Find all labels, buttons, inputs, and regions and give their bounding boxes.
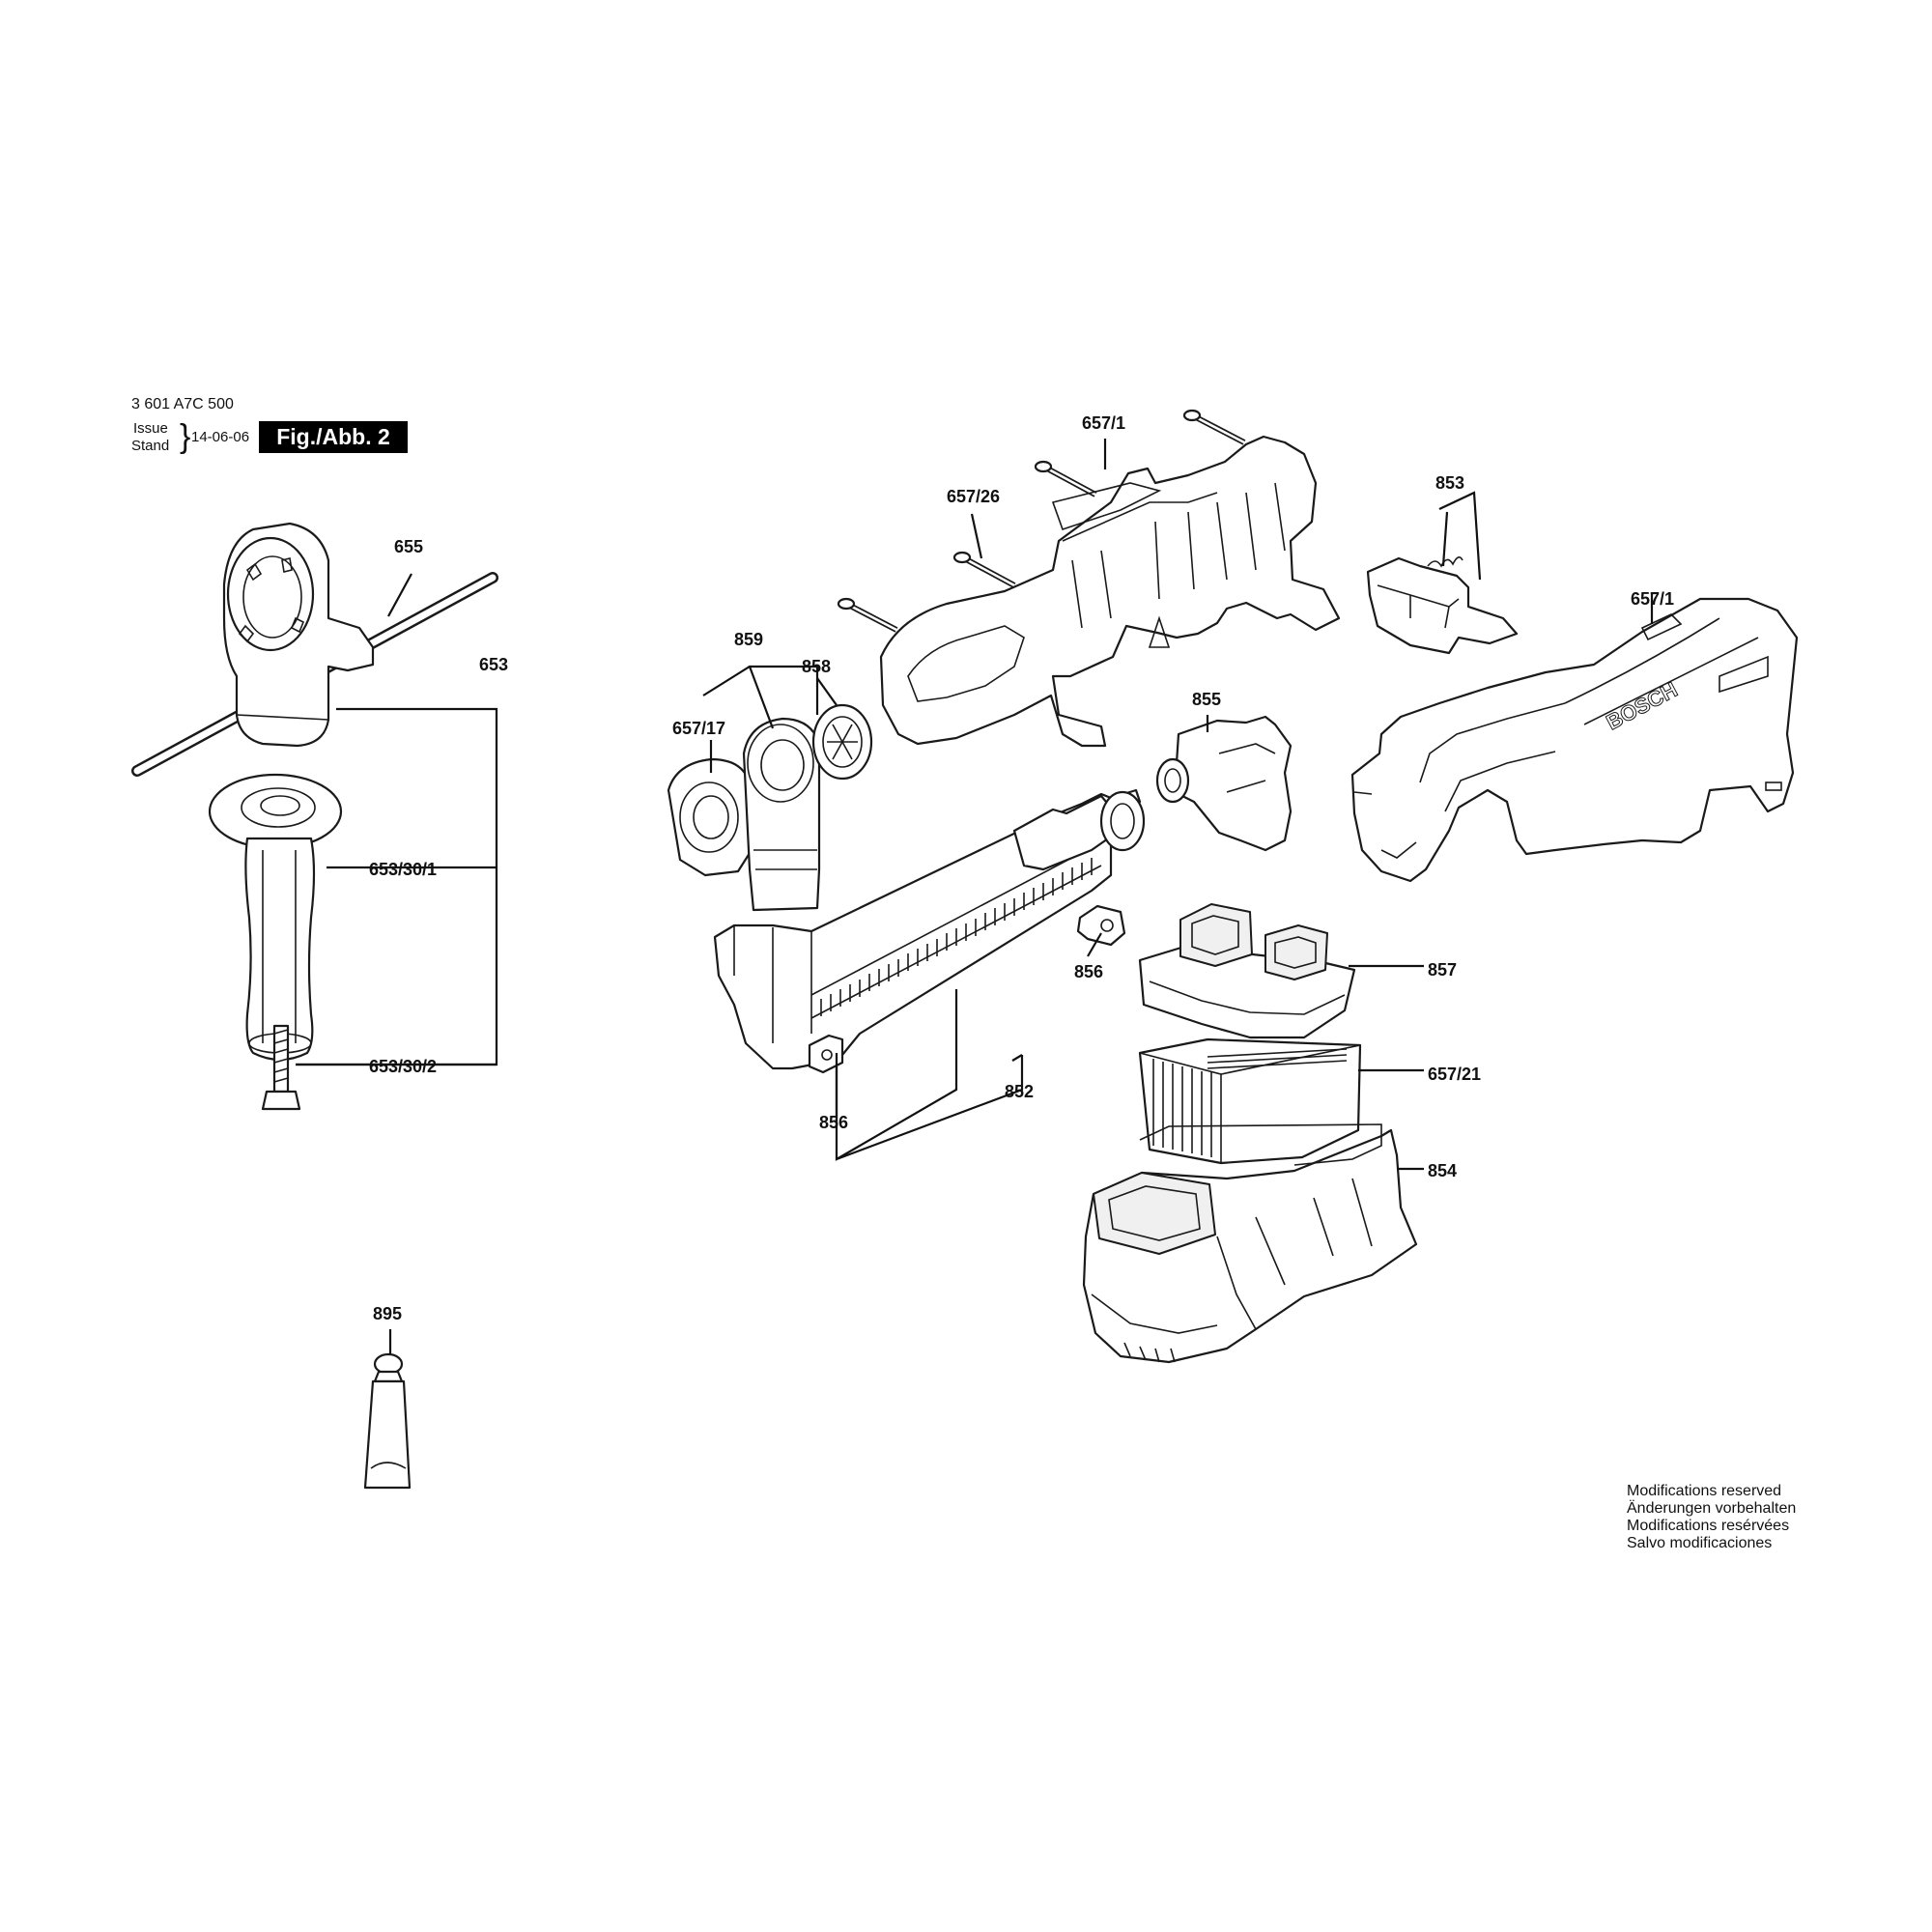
label-852: 852 [1005,1082,1034,1101]
nozzle-859 [742,717,821,912]
label-657-17: 657/17 [672,719,725,738]
label-657-21: 657/21 [1428,1065,1481,1084]
label-653: 653 [479,655,508,674]
notice-line-en: Modifications reserved [1627,1483,1782,1499]
housing-cover-right [1350,597,1799,883]
screw-657-26-c [1182,409,1246,445]
issue-date: 14-06-06 [191,429,250,445]
label-895: 895 [373,1304,402,1323]
dust-module-switch [1366,556,1519,655]
part-labels: 655 653 653/30/1 653/30/2 895 859 858 65… [369,413,1674,1323]
leader-lines [296,439,1654,1354]
label-859: 859 [734,630,763,649]
brace-glyph: } [180,418,191,455]
label-857: 857 [1428,960,1457,980]
suction-adapter [1155,715,1293,852]
figure-badge: Fig./Abb. 2 [259,421,408,453]
label-657-26: 657/26 [947,487,1000,506]
auxiliary-handle [208,773,343,1062]
screw-657-26-d [837,597,898,633]
part-number: 3 601 A7C 500 [131,396,234,412]
label-854: 854 [1428,1161,1457,1180]
filter-cover [1138,903,1356,1039]
stand-label: Stand [131,438,170,454]
bracket-856-upper [1076,904,1126,947]
pleated-filter [1138,1037,1362,1165]
label-657-1-top: 657/1 [1082,413,1125,433]
label-653-30-2: 653/30/2 [369,1057,437,1076]
housing-half-left [879,435,1341,748]
seal-858 [811,703,873,781]
label-853: 853 [1435,473,1464,493]
label-858: 858 [802,657,831,676]
handle-clamp-ring [222,522,375,748]
label-855: 855 [1192,690,1221,709]
label-653-30-1: 653/30/1 [369,860,437,879]
clip-856-lower [808,1034,844,1074]
issue-label: Issue [133,420,168,437]
grease-tube [363,1352,412,1490]
modifications-notice: Modifications reserved Änderungen vorbeh… [1627,1483,1796,1552]
telescopic-tube [713,788,1146,1070]
notice-line-de: Änderungen vorbehalten [1627,1500,1797,1517]
handle-screw [261,1024,301,1111]
switch-spring [1427,556,1463,568]
label-655: 655 [394,537,423,556]
filter-holder-657-17 [667,757,753,877]
label-657-1-right: 657/1 [1631,589,1674,609]
label-856-upper: 856 [1074,962,1103,981]
screw-657-26-a [952,551,1016,588]
screw-657-26-b [1034,460,1097,497]
notice-line-fr: Modifications resérvées [1627,1518,1790,1534]
notice-line-es: Salvo modificaciones [1627,1535,1773,1551]
label-856-lower: 856 [819,1113,848,1132]
dust-container [1082,1123,1418,1364]
